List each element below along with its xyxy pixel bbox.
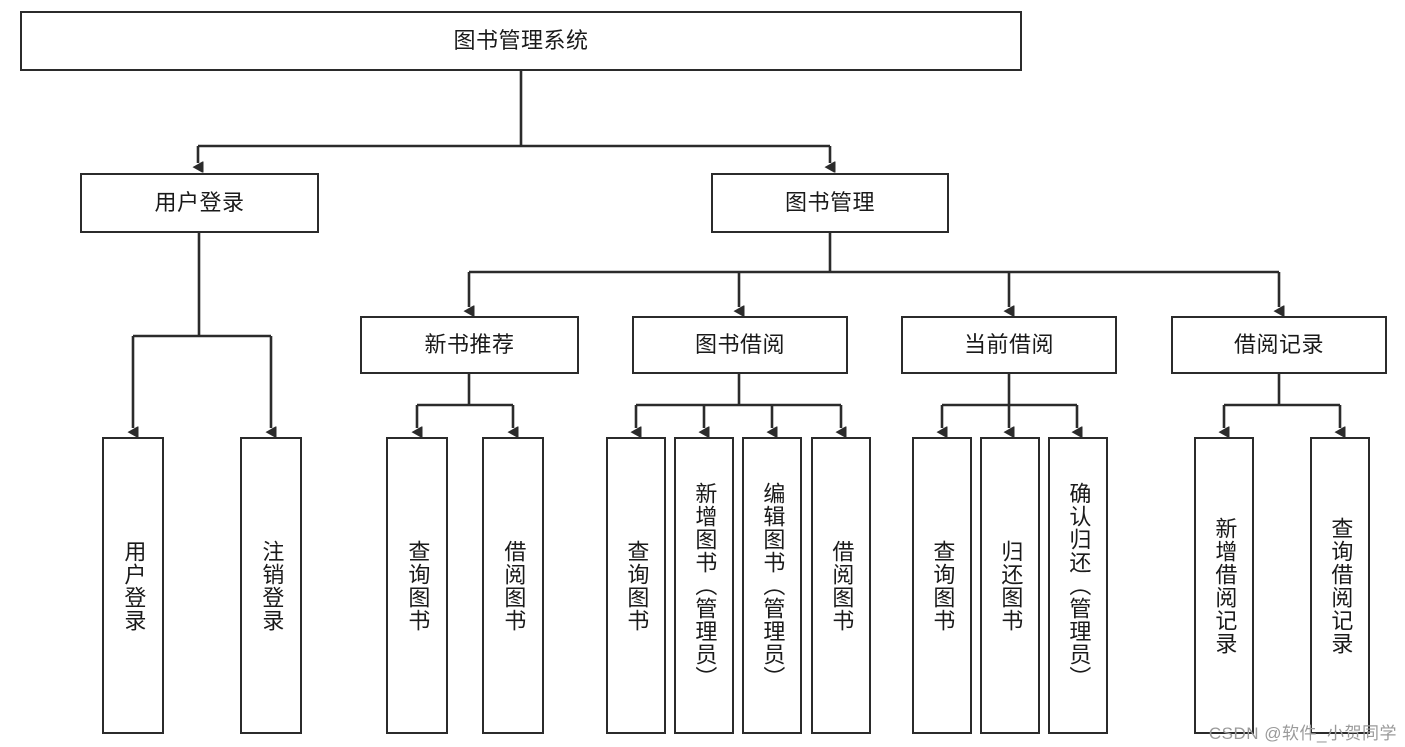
node-leaf-edit-book[interactable]: 编辑图书（管理员）	[742, 437, 802, 734]
node-leaf-query-book-3-label: 查询图书	[930, 539, 956, 632]
node-borrow-record-label: 借阅记录	[1233, 331, 1324, 357]
node-leaf-query-record-label: 查询借阅记录	[1328, 516, 1354, 655]
node-leaf-confirm-return-label: 确认归还（管理员）	[1066, 482, 1092, 689]
node-leaf-add-book-label: 新增图书（管理员）	[692, 482, 718, 689]
node-leaf-confirm-return[interactable]: 确认归还（管理员）	[1048, 437, 1108, 734]
node-book-manage[interactable]: 图书管理	[711, 173, 949, 233]
node-leaf-query-book-2-label: 查询图书	[624, 539, 650, 632]
node-leaf-borrow-book-1-label: 借阅图书	[501, 539, 527, 632]
node-borrow-record[interactable]: 借阅记录	[1171, 316, 1387, 374]
node-leaf-return-book[interactable]: 归还图书	[980, 437, 1040, 734]
node-leaf-return-book-label: 归还图书	[998, 539, 1024, 632]
node-leaf-user-login-label: 用户登录	[121, 539, 147, 632]
node-leaf-query-record[interactable]: 查询借阅记录	[1310, 437, 1370, 734]
node-leaf-user-logout[interactable]: 注销登录	[240, 437, 302, 734]
node-book-borrow-label: 图书借阅	[694, 331, 785, 357]
csdn-watermark: CSDN @软件_小贺同学	[1208, 724, 1397, 743]
node-leaf-borrow-book-1[interactable]: 借阅图书	[482, 437, 544, 734]
node-leaf-user-login[interactable]: 用户登录	[102, 437, 164, 734]
node-current-borrow-label: 当前借阅	[963, 331, 1054, 357]
node-new-book-rec[interactable]: 新书推荐	[360, 316, 579, 374]
node-leaf-add-record[interactable]: 新增借阅记录	[1194, 437, 1254, 734]
node-leaf-query-book-1-label: 查询图书	[405, 539, 431, 632]
node-root-label: 图书管理系统	[453, 27, 589, 53]
node-book-manage-label: 图书管理	[784, 189, 875, 215]
node-leaf-edit-book-label: 编辑图书（管理员）	[760, 482, 786, 689]
node-leaf-borrow-book-2-label: 借阅图书	[829, 539, 855, 632]
node-user-login-label: 用户登录	[154, 189, 245, 215]
node-leaf-borrow-book-2[interactable]: 借阅图书	[811, 437, 871, 734]
node-leaf-query-book-1[interactable]: 查询图书	[386, 437, 448, 734]
node-leaf-add-record-label: 新增借阅记录	[1212, 516, 1238, 655]
node-book-borrow[interactable]: 图书借阅	[632, 316, 848, 374]
node-leaf-query-book-2[interactable]: 查询图书	[606, 437, 666, 734]
node-user-login[interactable]: 用户登录	[80, 173, 319, 233]
node-leaf-query-book-3[interactable]: 查询图书	[912, 437, 972, 734]
node-leaf-add-book[interactable]: 新增图书（管理员）	[674, 437, 734, 734]
node-root[interactable]: 图书管理系统	[20, 11, 1022, 71]
node-new-book-rec-label: 新书推荐	[424, 331, 515, 357]
node-current-borrow[interactable]: 当前借阅	[901, 316, 1117, 374]
node-leaf-user-logout-label: 注销登录	[259, 539, 285, 632]
